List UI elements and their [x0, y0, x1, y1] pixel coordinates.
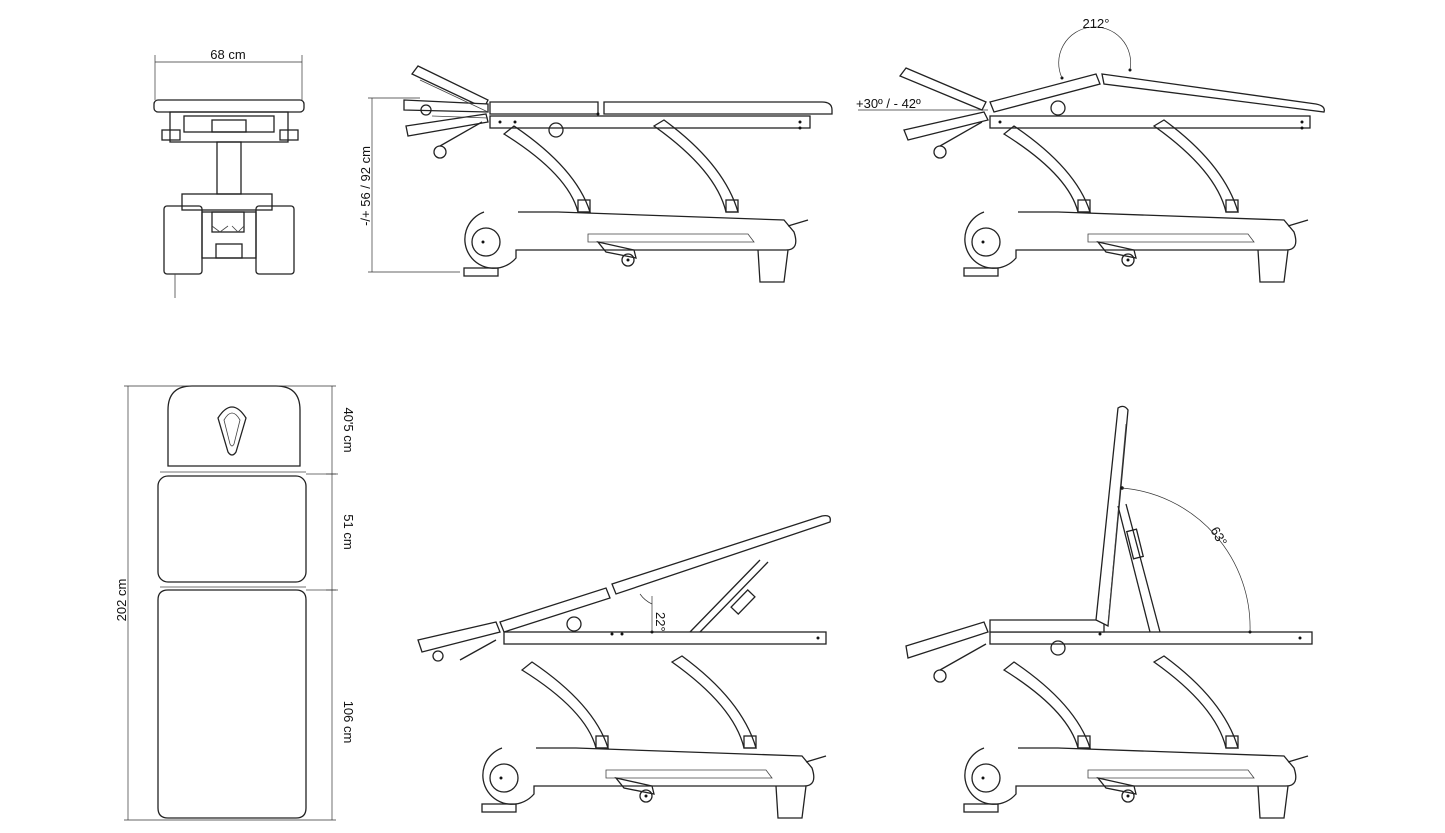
head-angle-label: 212° — [1083, 16, 1110, 31]
tilt-range-label: +30º / - 42º — [856, 96, 921, 111]
side-view-upright: 63° — [905, 405, 1313, 819]
front-view: 68 cm — [153, 47, 305, 298]
upright-angle-label: 63° — [1207, 524, 1230, 549]
height-range-label: -/+ 56 / 92 cm — [358, 146, 373, 226]
top-view: 202 cm 40'5 cm 51 cm 106 cm — [114, 385, 356, 821]
leg-length-label: 106 cm — [341, 701, 356, 744]
back-angle-label: 22° — [653, 612, 668, 632]
mid-length-label: 51 cm — [341, 514, 356, 549]
head-length-label: 40'5 cm — [341, 407, 356, 452]
side-view-height: -/+ 56 / 92 cm — [358, 65, 833, 283]
width-label: 68 cm — [210, 47, 245, 62]
length-total-label: 202 cm — [114, 579, 129, 622]
side-view-tilt: 212° +30º / - 42º — [856, 16, 1325, 283]
side-view-incline: 22° — [417, 514, 831, 819]
